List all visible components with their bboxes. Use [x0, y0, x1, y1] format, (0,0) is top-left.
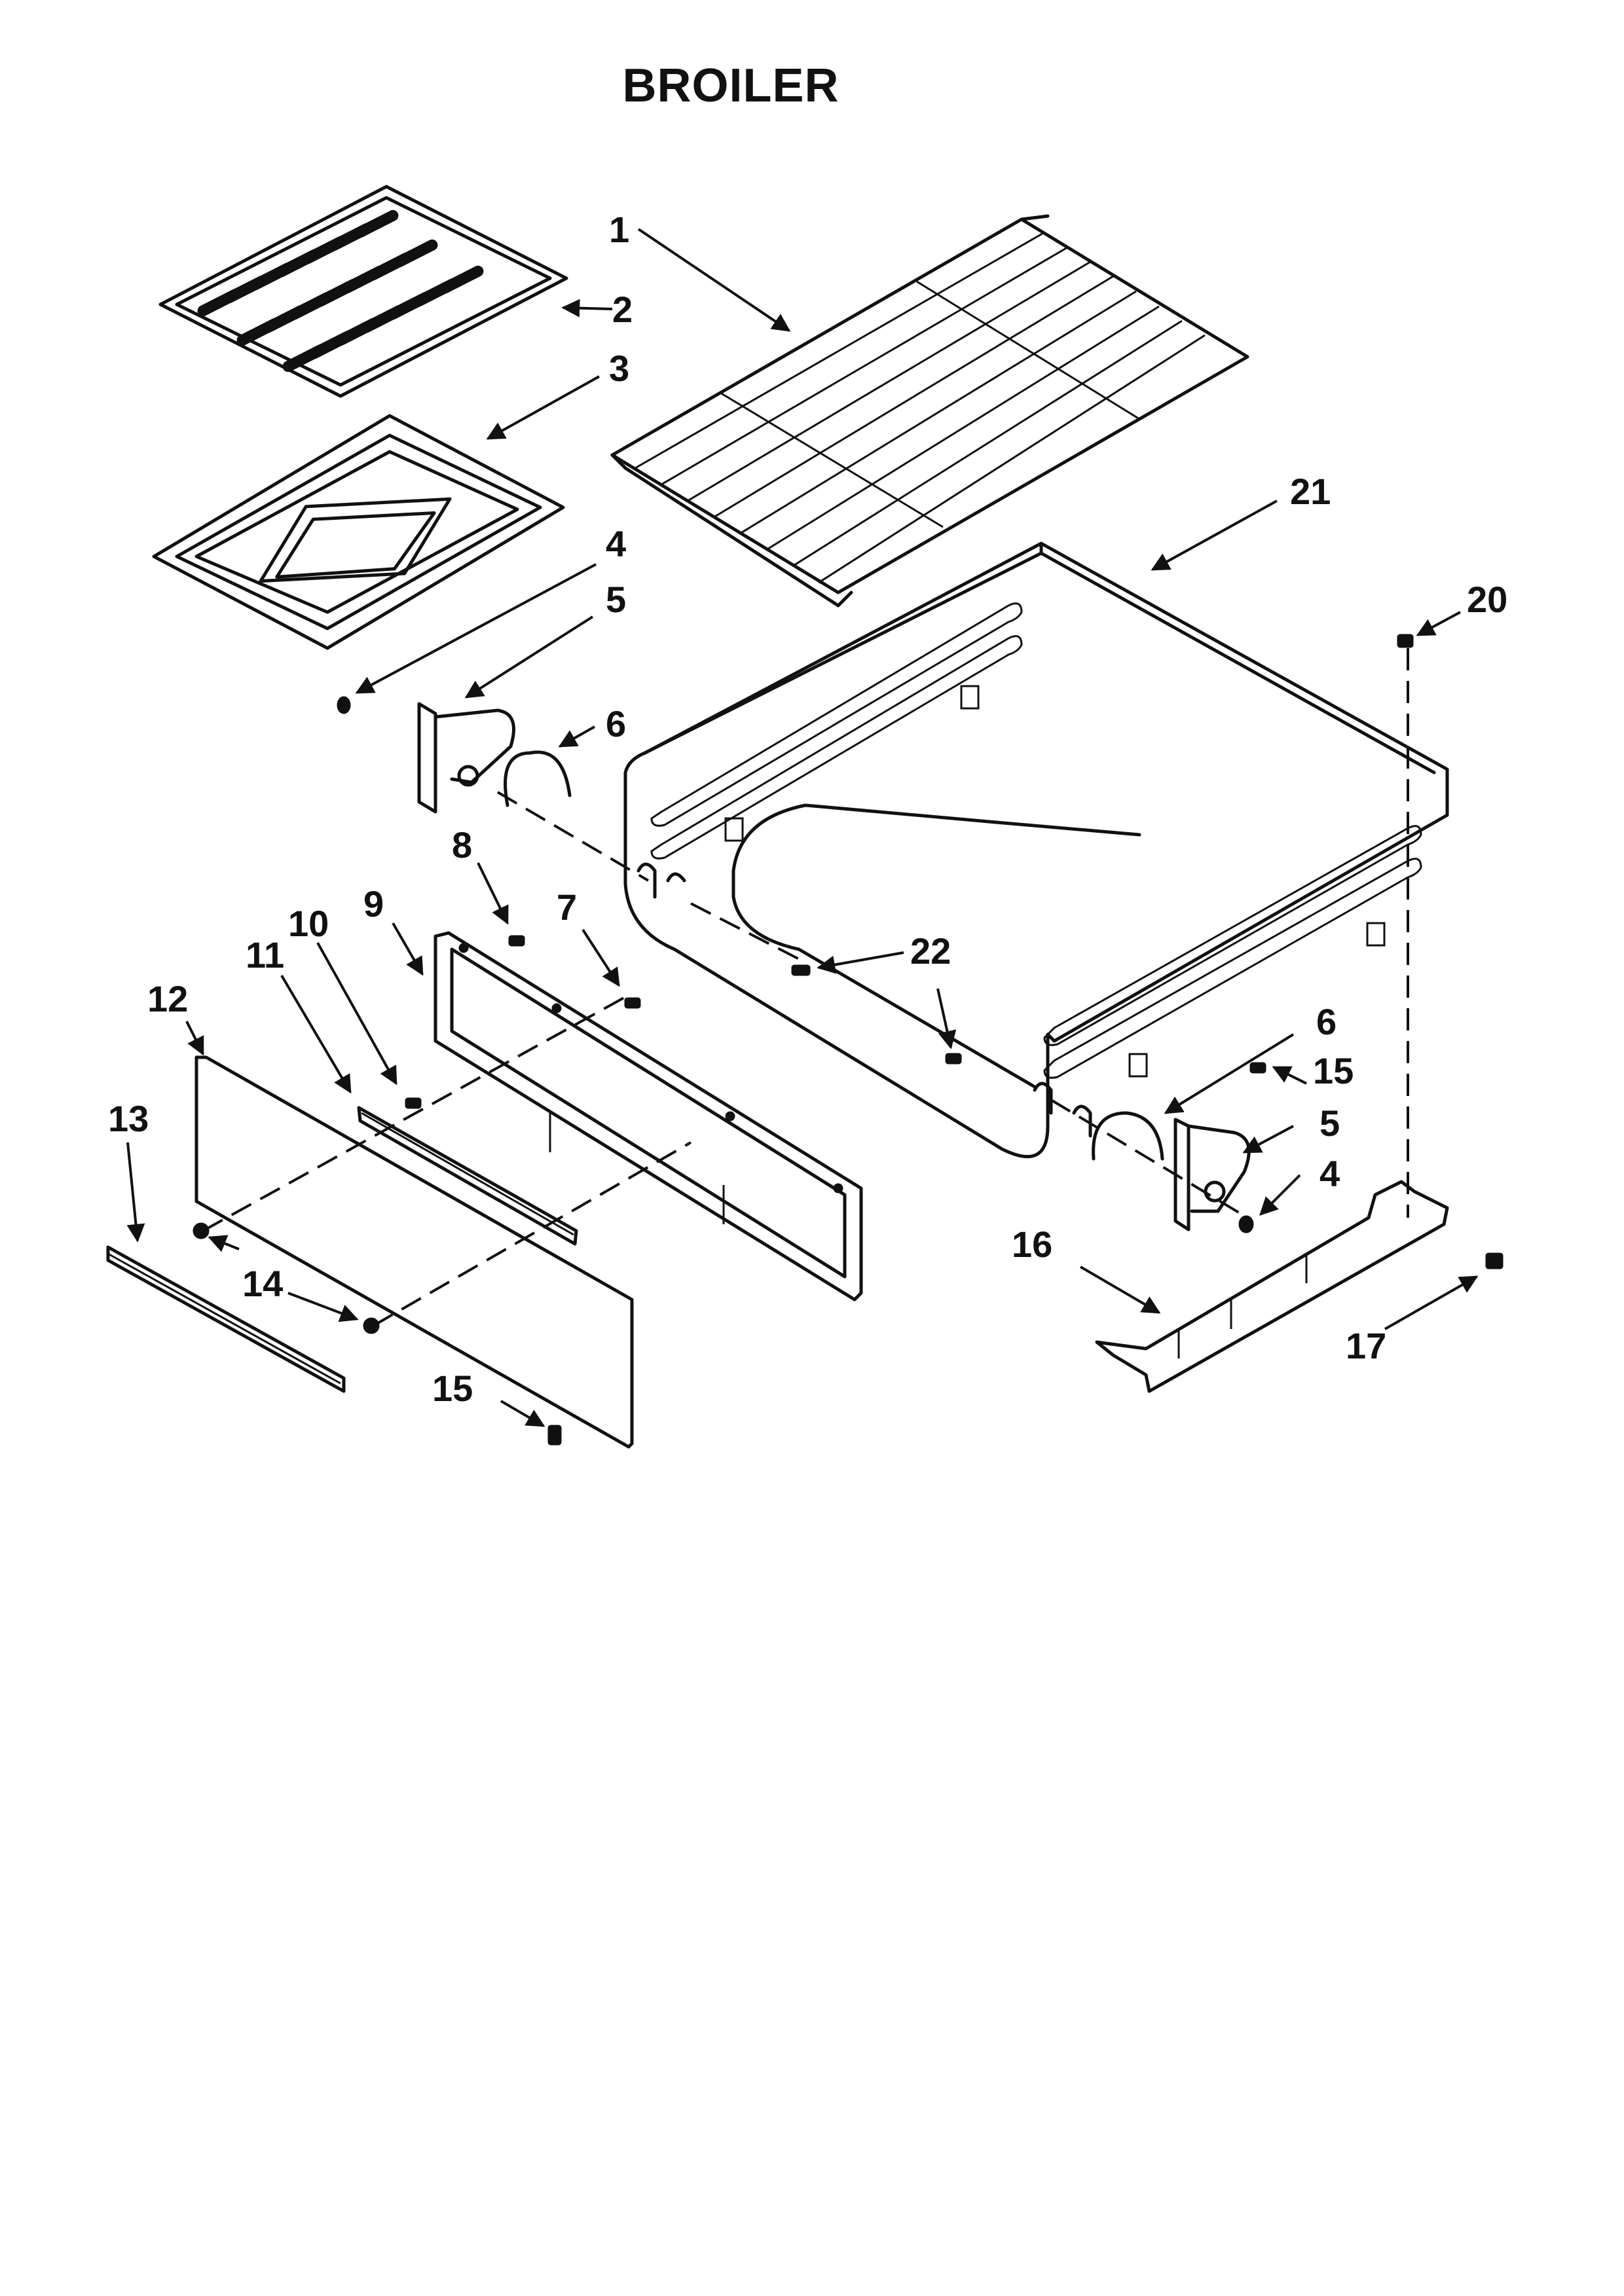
broiler-grid-part — [158, 185, 568, 398]
callout-labels: 1 2 3 4 5 6 8 9 7 10 11 12 13 14 15 22 2… — [108, 209, 1507, 1409]
callout-label: 5 — [1320, 1102, 1340, 1144]
callout-label: 2 — [612, 289, 633, 330]
callout-label: 9 — [363, 883, 384, 924]
broiler-drawer-part — [623, 541, 1449, 1159]
trim-strip-part — [106, 1245, 346, 1393]
outer-door-panel-part — [434, 931, 863, 1302]
side-bracket-left-part — [417, 702, 515, 814]
callout-label: 3 — [609, 348, 629, 389]
slide-bracket-part — [1095, 1180, 1449, 1393]
spring-left-part — [504, 750, 572, 807]
front-panel-part — [194, 1055, 634, 1449]
spring-right-part — [1092, 1111, 1164, 1161]
callout-label: 7 — [557, 886, 577, 928]
callout-label: 15 — [1313, 1050, 1354, 1091]
callout-label: 10 — [288, 903, 329, 944]
oven-rack-part — [610, 214, 1249, 608]
callout-label: 4 — [606, 523, 626, 564]
handle-rail-part — [357, 1106, 578, 1246]
page-title: BROILER — [622, 60, 840, 112]
callout-label: 8 — [452, 824, 472, 866]
callout-label: 5 — [606, 579, 626, 620]
broiler-pan-part — [152, 414, 565, 650]
callout-label: 13 — [108, 1098, 149, 1139]
callout-label: 17 — [1346, 1325, 1386, 1366]
callout-label: 6 — [606, 703, 626, 744]
callout-label: 14 — [242, 1263, 283, 1304]
callout-label: 12 — [147, 978, 188, 1019]
callout-label: 4 — [1320, 1153, 1340, 1194]
callout-label: 22 — [910, 930, 951, 972]
callout-label: 11 — [246, 934, 284, 975]
callout-label: 15 — [432, 1368, 473, 1409]
callout-label: 6 — [1316, 1001, 1337, 1042]
leader-arrows — [126, 228, 1479, 1427]
fasteners — [193, 634, 1504, 1446]
assembly-lines — [202, 648, 1409, 1327]
callout-label: 16 — [1012, 1224, 1052, 1265]
callout-label: 21 — [1290, 471, 1331, 512]
callout-label: 1 — [609, 209, 629, 250]
callout-label: 20 — [1467, 579, 1507, 620]
